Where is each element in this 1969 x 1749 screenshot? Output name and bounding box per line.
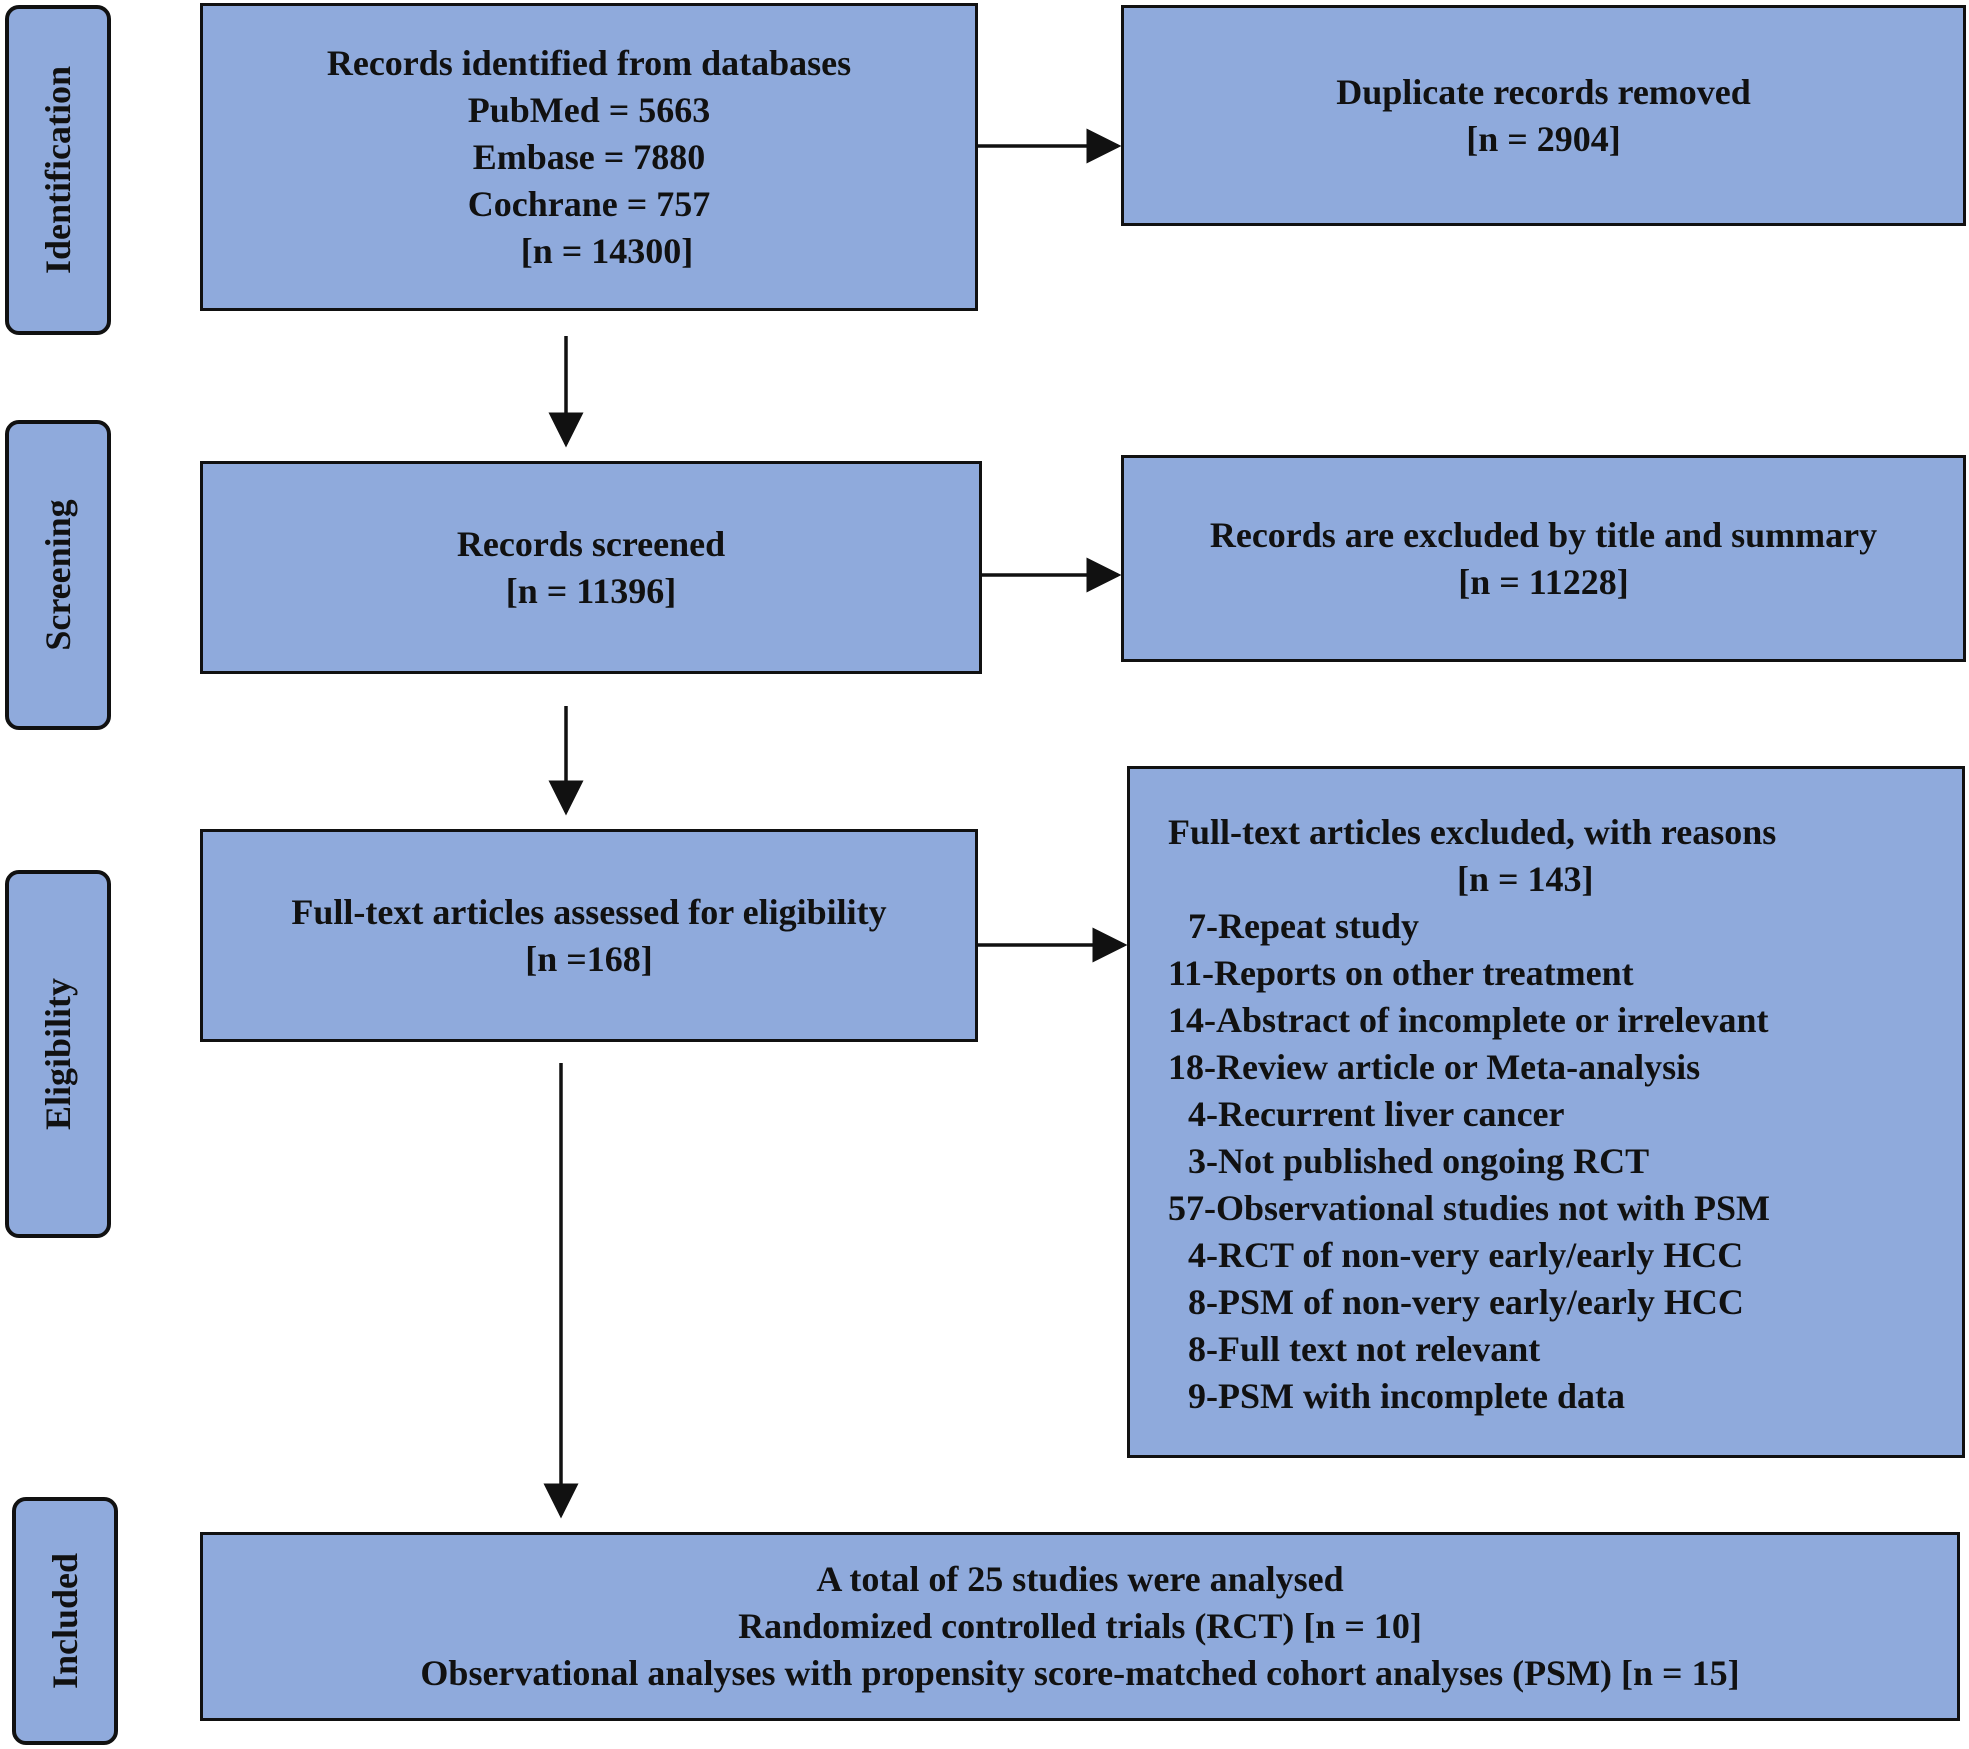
screened-title: Records screened (456, 523, 726, 564)
excluded-title-count: [n = 11228] (1458, 561, 1629, 602)
stage-screening: Screening (5, 420, 111, 730)
excluded-title-text: Records are excluded by title and summar… (1209, 514, 1878, 555)
included-studies-box: A total of 25 studies were analysed Rand… (200, 1532, 1960, 1721)
reason-item: 8-Full text not relevant (1188, 1329, 1541, 1369)
stage-included: Included (12, 1497, 118, 1745)
records-identified-title: Records identified from databases (326, 42, 852, 83)
reason-item: 3-Not published ongoing RCT (1188, 1141, 1650, 1181)
excluded-by-title-box: Records are excluded by title and summar… (1121, 455, 1966, 662)
reason-item: 8-PSM of non-very early/early HCC (1188, 1282, 1744, 1322)
records-screened-box: Records screened [n = 11396] (200, 461, 982, 674)
included-psm: Observational analyses with propensity s… (420, 1653, 1740, 1693)
reason-item: 4-Recurrent liver cancer (1188, 1094, 1565, 1134)
cochrane-count: Cochrane = 757 (467, 183, 711, 224)
included-rct: Randomized controlled trials (RCT) [n = … (738, 1606, 1422, 1646)
reason-item: 57-Observational studies not with PSM (1168, 1188, 1771, 1228)
embase-count: Embase = 7880 (472, 136, 706, 177)
duplicates-removed-box: Duplicate records removed [n = 2904] (1121, 5, 1966, 226)
reason-item: 14-Abstract of incomplete or irrelevant (1168, 1000, 1769, 1040)
fulltext-excluded-box: Full-text articles excluded, with reason… (1127, 766, 1965, 1458)
assessed-count: [n =168] (525, 938, 653, 979)
reason-item: 4-RCT of non-very early/early HCC (1188, 1235, 1744, 1275)
fulltext-excluded-title: Full-text articles excluded, with reason… (1168, 812, 1777, 852)
pubmed-count: PubMed = 5663 (467, 89, 711, 130)
stage-eligibility: Eligibility (5, 870, 111, 1238)
fulltext-assessed-box: Full-text articles assessed for eligibil… (200, 829, 978, 1042)
duplicates-count: [n = 2904] (1466, 118, 1621, 159)
screened-count: [n = 11396] (505, 570, 677, 611)
records-identified-box: Records identified from databases PubMed… (200, 3, 978, 311)
duplicates-title: Duplicate records removed (1336, 71, 1751, 112)
identified-total: [n = 14300] (484, 230, 694, 271)
reason-item: 11-Reports on other treatment (1168, 953, 1634, 993)
reason-item: 9-PSM with incomplete data (1188, 1376, 1625, 1416)
assessed-title: Full-text articles assessed for eligibil… (291, 891, 887, 932)
fulltext-excluded-count: [n = 143] (1457, 859, 1594, 899)
stage-identification: Identification (5, 5, 111, 335)
included-total: A total of 25 studies were analysed (816, 1559, 1344, 1599)
reason-item: 7-Repeat study (1188, 906, 1419, 946)
reason-item: 18-Review article or Meta-analysis (1168, 1047, 1701, 1087)
